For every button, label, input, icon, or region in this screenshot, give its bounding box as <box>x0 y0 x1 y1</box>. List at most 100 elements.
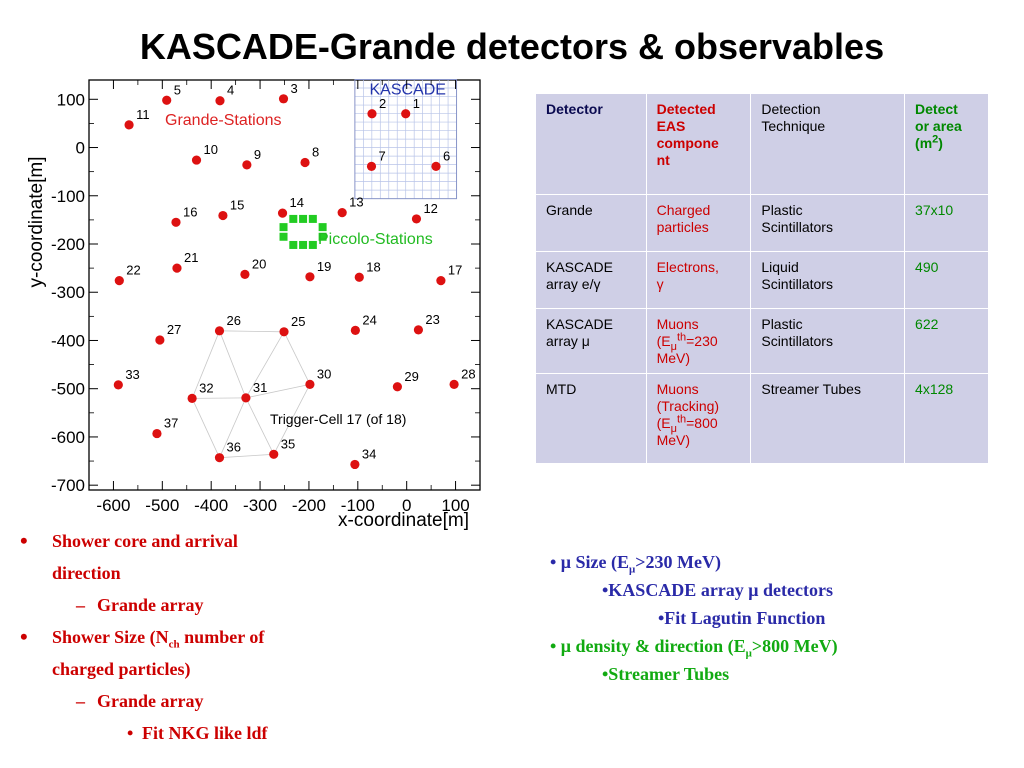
grande-station-label: 28 <box>461 366 475 381</box>
cell-component-l4: MeV) <box>656 432 691 448</box>
grande-station-point <box>367 109 377 119</box>
cell-component-sub: μ <box>670 422 677 435</box>
grande-station-label: 20 <box>252 256 266 271</box>
grande-station-label: 25 <box>291 314 305 329</box>
trigger-cell-spoke <box>245 331 285 399</box>
cell-detector: KASCADE array e/γ <box>535 251 647 309</box>
y-axis-label: y-coordinate[m] <box>26 157 47 288</box>
grande-station-label: 1 <box>413 96 420 111</box>
grande-station-point <box>305 272 315 282</box>
cell-detector-gamma: γ <box>593 276 601 292</box>
grande-station-point <box>277 208 288 218</box>
header-technique: Detection Technique <box>750 93 906 195</box>
grande-station-label: 11 <box>136 107 150 122</box>
note-mu-size: • μ Size (Eμ>230 MeV) <box>550 548 1020 576</box>
bullet-marker: • <box>20 624 28 649</box>
grande-station-point <box>124 120 134 130</box>
trigger-cell-edge <box>191 398 220 458</box>
trigger-cell-spoke <box>219 330 247 399</box>
note-mu-size-a: • μ Size (E <box>550 552 629 572</box>
grande-station-label: 23 <box>425 312 439 327</box>
note-subsub-nkg-text: Fit NKG like ldf <box>142 723 268 743</box>
grande-station-label: 17 <box>448 263 462 278</box>
grande-station-point <box>401 109 411 119</box>
kascade-array-box <box>354 79 458 200</box>
grande-station-label: 36 <box>226 440 240 455</box>
kascade-label: KASCADE <box>369 82 445 99</box>
cell-component-sub: μ <box>670 340 677 353</box>
bullet-marker: • <box>127 723 134 743</box>
y-tick-label: 0 <box>76 139 85 158</box>
piccolo-station-point <box>299 214 308 223</box>
y-tick-label: -400 <box>51 331 85 350</box>
cell-technique: Liquid Scintillators <box>750 251 906 309</box>
trigger-cell-edge <box>273 384 311 455</box>
cell-area: 37x10 <box>904 194 989 252</box>
trigger-cell-spoke <box>245 397 275 455</box>
cell-detector: Grande <box>535 194 647 252</box>
grande-station-label: 32 <box>199 380 213 395</box>
grande-station-point <box>218 210 228 221</box>
grande-station-label: 2 <box>379 96 386 111</box>
trigger-cell-edge <box>283 331 311 385</box>
grande-station-label: 27 <box>167 322 181 337</box>
cell-technique-l1: Liquid <box>761 259 799 275</box>
y-tick-label: 100 <box>57 90 85 109</box>
grande-station-point <box>162 95 172 105</box>
table-row: Grande Charged particles Plastic Scintil… <box>535 194 989 252</box>
cell-component-l3: MeV) <box>656 350 691 366</box>
cell-component-l1: Charged <box>656 202 711 218</box>
trigger-cell-edge <box>191 330 220 399</box>
cell-component-sup: th <box>676 331 687 344</box>
grande-station-point <box>187 393 197 403</box>
header-area-l2: or area <box>915 118 962 134</box>
cell-component-l2b: =230 <box>686 333 718 349</box>
cell-technique: Plastic Scintillators <box>750 194 906 252</box>
grande-station-point <box>300 157 310 168</box>
note-size-sub: ch <box>168 638 180 651</box>
cell-technique: Streamer Tubes <box>750 373 906 464</box>
grande-station-point <box>337 208 347 218</box>
grande-station-label: 5 <box>174 82 181 97</box>
table-row: KASCADE array μ Muons (Eμth=230 MeV) Pla… <box>535 308 989 374</box>
grande-stations-label: Grande-Stations <box>165 112 282 129</box>
trigger-cell-spoke <box>245 383 310 399</box>
grande-station-point <box>172 263 182 273</box>
cell-component-l2: particles <box>656 219 709 235</box>
cell-component-l3b: =800 <box>686 415 718 431</box>
header-technique-l2: Technique <box>761 118 826 134</box>
grande-station-label: 19 <box>317 259 331 274</box>
cell-component-l2a: (E <box>656 333 671 349</box>
y-tick-label: -700 <box>51 476 85 495</box>
grande-station-point <box>215 96 225 106</box>
dash-marker: – <box>76 691 85 711</box>
cell-detector-l2: array e/ <box>546 276 594 292</box>
grande-station-point <box>241 393 251 403</box>
note-sub-grande-1-text: Grande array <box>97 595 204 615</box>
grande-station-point <box>155 335 165 345</box>
note-sub-grande-2-text: Grande array <box>97 691 204 711</box>
table-header-row: Detector Detected EAS compone nt Detecti… <box>535 93 989 195</box>
grande-station-label: 34 <box>362 446 376 461</box>
note-streamer: •Streamer Tubes <box>602 664 730 684</box>
grande-station-label: 37 <box>164 416 178 431</box>
grande-station-point <box>171 217 181 227</box>
grande-station-point <box>113 380 123 390</box>
grande-station-point <box>354 272 364 282</box>
note-mu-density: • μ density & direction (Eμ>800 MeV) <box>550 632 1020 660</box>
grande-station-point <box>279 327 289 337</box>
cell-technique-l2: Scintillators <box>761 219 833 235</box>
header-area-l3: (m <box>915 135 933 151</box>
slide-title: KASCADE-Grande detectors & observables <box>139 26 885 67</box>
x-tick-label: -100 <box>341 496 375 515</box>
cell-detector-l1: KASCADE <box>546 316 613 332</box>
grande-station-label: 22 <box>126 263 140 278</box>
x-tick-label: 100 <box>441 496 469 515</box>
piccolo-station-point <box>308 240 317 249</box>
piccolo-stations-label: Piccolo-Stations <box>318 231 433 248</box>
note-kascade-mu: •KASCADE array μ detectors <box>602 580 833 600</box>
cell-component-sup: th <box>676 413 687 426</box>
piccolo-station-point <box>289 214 298 223</box>
piccolo-station-point <box>289 240 298 249</box>
